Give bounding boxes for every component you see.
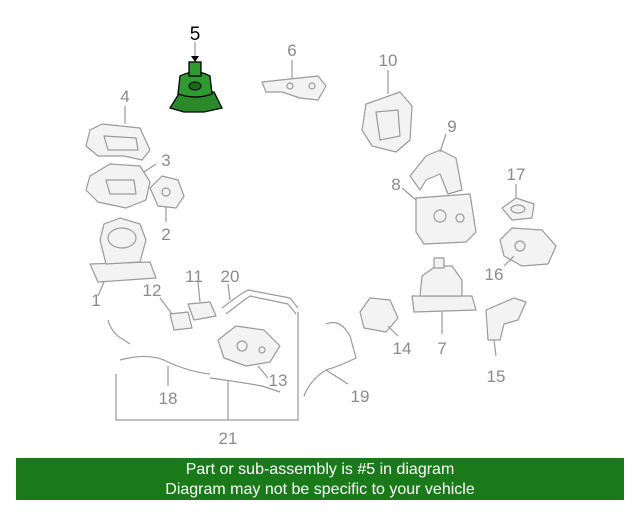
part-13[interactable]	[217, 325, 281, 367]
part-10[interactable]	[361, 91, 413, 153]
part-5-highlighted[interactable]	[168, 61, 223, 113]
callout-4: 4	[120, 87, 129, 106]
callout-7: 7	[437, 339, 446, 358]
callout-14: 14	[393, 339, 412, 358]
parts-diagram: 5 6 10 4 3 2 1 9	[85, 24, 557, 448]
callout-9: 9	[447, 117, 456, 136]
part-2[interactable]	[149, 175, 185, 209]
part-9[interactable]	[409, 149, 463, 195]
info-banner: Part or sub-assembly is #5 in diagram Di…	[16, 458, 624, 500]
callout-13: 13	[269, 371, 288, 390]
part-3[interactable]	[85, 163, 151, 209]
callout-2: 2	[161, 225, 170, 244]
callout-6: 6	[287, 41, 296, 60]
part-20[interactable]	[221, 283, 299, 315]
callout-16: 16	[485, 265, 504, 284]
part-4[interactable]	[85, 123, 151, 161]
part-19[interactable]	[303, 321, 357, 397]
part-17[interactable]	[501, 197, 535, 221]
callout-10: 10	[379, 51, 398, 70]
part-18[interactable]	[107, 319, 211, 386]
banner-line-2: Diagram may not be specific to your vehi…	[165, 481, 475, 498]
callout-8: 8	[391, 175, 400, 194]
part-12[interactable]	[169, 311, 193, 331]
part-15[interactable]	[485, 297, 527, 341]
callout-21: 21	[219, 429, 238, 448]
part-1[interactable]	[89, 217, 157, 283]
part-14[interactable]	[359, 297, 399, 333]
part-6[interactable]	[261, 75, 327, 101]
callout-12: 12	[143, 281, 162, 300]
callout-18: 18	[159, 389, 178, 408]
part-8[interactable]	[415, 193, 477, 245]
part-21[interactable]	[115, 312, 299, 421]
callout-3: 3	[161, 151, 170, 170]
callout-11: 11	[185, 267, 203, 286]
callout-19: 19	[351, 387, 370, 406]
part-16[interactable]	[499, 227, 557, 267]
callout-5: 5	[190, 24, 201, 45]
part-11[interactable]	[187, 281, 217, 321]
part-7[interactable]	[411, 257, 477, 313]
callout-17: 17	[507, 165, 526, 184]
banner-line-1: Part or sub-assembly is #5 in diagram	[185, 461, 455, 478]
callout-1: 1	[91, 291, 100, 310]
callout-15: 15	[487, 367, 506, 386]
callout-20: 20	[221, 267, 240, 286]
